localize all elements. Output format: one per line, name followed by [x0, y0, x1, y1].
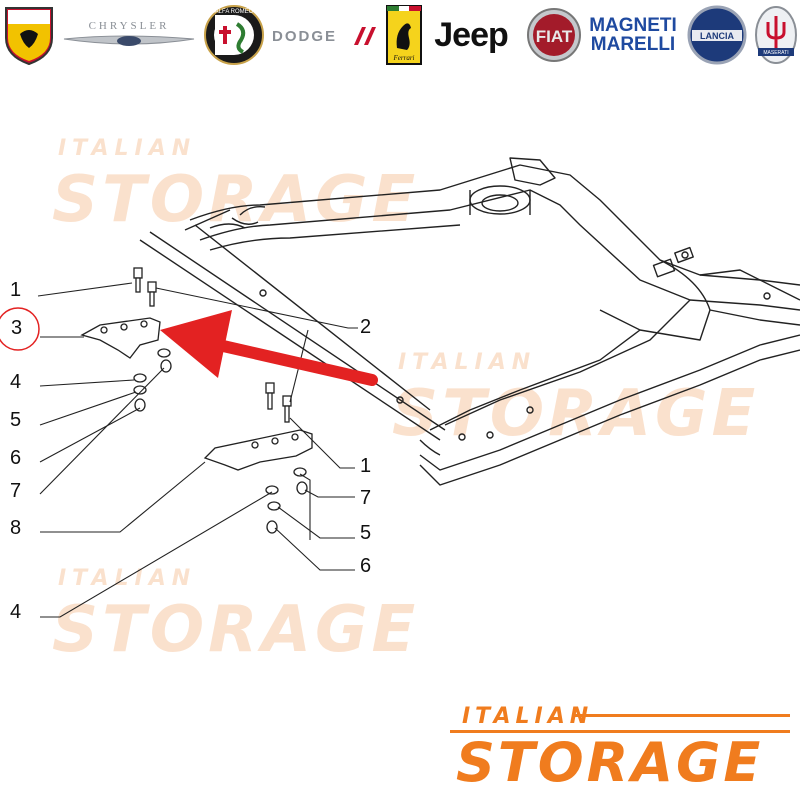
magneti-marelli-logo[interactable]: MAGNETI MARELLI — [588, 4, 678, 66]
alfa-romeo-wordmark: ALFA ROMEO — [215, 9, 254, 15]
subframe-diagram — [0, 157, 800, 618]
alfa-romeo-logo[interactable]: ALFA ROMEO — [203, 4, 265, 66]
callout-right-5: 5 — [360, 522, 372, 544]
callout-right-1: 1 — [360, 455, 372, 477]
ferrari-wordmark: Ferrari — [393, 54, 415, 62]
ferrari-logo[interactable]: Ferrari — [385, 4, 423, 66]
part-3-highlight-circle — [0, 307, 40, 351]
lancia-wordmark: LANCIA — [700, 31, 734, 41]
callout-left-3: 3 — [11, 317, 23, 339]
callout-left-7: 7 — [10, 480, 22, 502]
dodge-logo[interactable]: DODGE — [270, 4, 380, 66]
left-bracket-assembly — [80, 267, 172, 412]
footer-logo-small-text: ITALIAN — [462, 704, 594, 729]
maserati-wordmark: MASERATI — [763, 50, 788, 56]
maserati-trident-icon: MASERATI — [755, 6, 797, 64]
callout-left-8: 8 — [10, 517, 22, 539]
callout-right-2: 2 — [360, 316, 372, 338]
footer-logo-top-line — [572, 714, 790, 717]
jeep-logo[interactable]: Jeep — [428, 4, 514, 66]
callout-right-7: 7 — [360, 487, 372, 509]
callout-bottom-4: 4 — [10, 601, 22, 623]
chrysler-wings-icon: CHRYSLER — [63, 20, 195, 46]
footer-logo-mid-line — [450, 730, 790, 733]
lancia-logo[interactable]: LANCIA — [686, 4, 748, 66]
magneti-marelli-wordmark: MAGNETI MARELLI — [589, 15, 677, 55]
footer-logo-big-text: STORAGE — [456, 731, 764, 794]
italian-storage-logo[interactable]: ITALIAN STORAGE — [450, 700, 790, 795]
callout-left-4: 4 — [10, 371, 22, 393]
callout-left-5: 5 — [10, 409, 22, 431]
callout-left-6: 6 — [10, 447, 22, 469]
fiat-logo[interactable]: FIAT — [526, 4, 582, 66]
fiat-wordmark: FIAT — [536, 27, 573, 46]
maserati-logo[interactable]: MASERATI — [754, 4, 798, 66]
callout-left-1: 1 — [10, 279, 22, 301]
brand-logo-bar: CHRYSLER ALFA ROMEO DODGE Ferrari — [0, 0, 800, 70]
abarth-logo[interactable] — [2, 4, 56, 66]
ferrari-shield-icon: Ferrari — [386, 5, 422, 65]
fiat-badge-icon: FIAT — [527, 8, 581, 62]
lancia-shield-icon: LANCIA — [687, 5, 747, 65]
alfa-romeo-badge-icon: ALFA ROMEO — [204, 5, 264, 65]
lower-bracket-assembly — [203, 382, 313, 534]
chrysler-wordmark: CHRYSLER — [89, 20, 170, 32]
red-pointer-arrow — [160, 310, 378, 386]
callout-right-6: 6 — [360, 555, 372, 577]
dodge-stripes-icon: DODGE — [272, 27, 376, 45]
subframe-drawing — [139, 157, 800, 486]
chrysler-logo[interactable]: CHRYSLER — [62, 4, 196, 66]
abarth-shield-icon — [5, 7, 53, 66]
dodge-wordmark: DODGE — [272, 28, 337, 45]
jeep-wordmark: Jeep — [434, 15, 508, 54]
